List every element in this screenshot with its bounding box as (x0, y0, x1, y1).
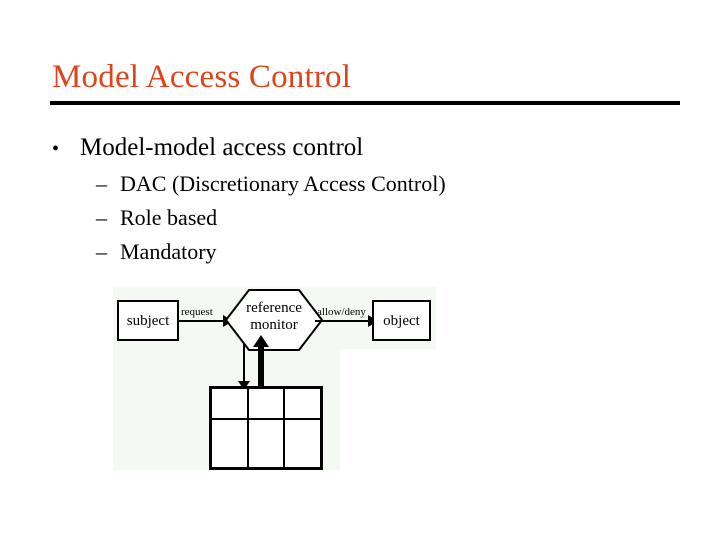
node-reference-monitor-label: reference monitor (223, 300, 325, 334)
list-item-label: Role based (120, 205, 218, 230)
edge-allow-deny-line (315, 320, 377, 322)
edge-request-label: request (181, 306, 213, 318)
table-header-cell (212, 389, 249, 418)
list-item: – Mandatory (0, 235, 720, 269)
edge-request-line (179, 320, 227, 322)
dash-marker-icon: – (96, 171, 107, 196)
node-reference-monitor-line2: monitor (250, 317, 298, 333)
access-matrix-table (209, 386, 323, 470)
node-reference-monitor: reference monitor (223, 287, 325, 353)
bullet-list: • Model-model access control – DAC (Disc… (0, 130, 720, 269)
table-cell (212, 420, 249, 467)
node-subject: subject (117, 300, 179, 341)
bullet-marker-icon: • (52, 138, 60, 160)
table-header-cell (285, 389, 320, 418)
dash-marker-icon: – (96, 239, 107, 264)
table-header-cell (249, 389, 286, 418)
node-subject-label: subject (126, 312, 170, 329)
edge-allow-deny-label: allow/deny (317, 306, 366, 318)
list-item: – DAC (Discretionary Access Control) (0, 167, 720, 201)
list-item-label: Model-model access control (80, 134, 364, 161)
arrow-up-icon (253, 335, 269, 347)
reference-monitor-diagram: subject request reference monitor allow/… (113, 287, 443, 477)
list-item: • Model-model access control (0, 130, 720, 167)
list-item-label: Mandatory (120, 239, 217, 264)
table-cell (249, 420, 286, 467)
dash-marker-icon: – (96, 205, 107, 230)
edge-query-line (243, 343, 245, 383)
arrow-down-icon (238, 381, 250, 390)
node-object: object (372, 300, 431, 341)
node-object-label: object (383, 312, 420, 329)
page-title: Model Access Control (52, 59, 352, 95)
table-row (212, 389, 320, 420)
edge-response-line (258, 345, 264, 389)
list-item: – Role based (0, 201, 720, 235)
title-underline-rule (50, 101, 680, 105)
hexagon-shape-icon (224, 289, 324, 351)
list-item-label: DAC (Discretionary Access Control) (120, 171, 446, 196)
table-row (212, 420, 320, 467)
table-cell (285, 420, 320, 467)
node-reference-monitor-line1: reference (246, 300, 302, 316)
